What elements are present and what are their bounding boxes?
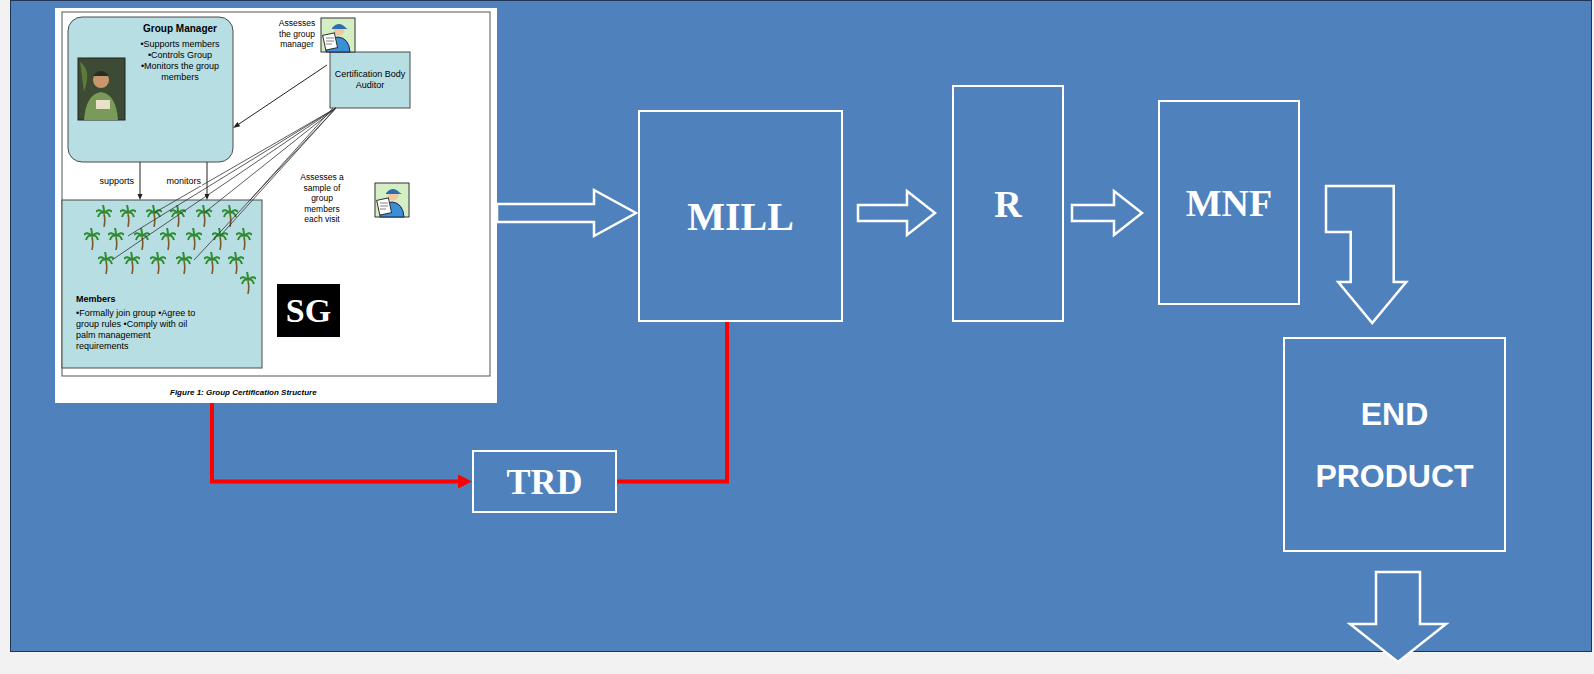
node-body: •Formally join group •Agree to group rul… [76,308,196,352]
node-label: SG [286,292,331,330]
arrow-head [205,194,210,200]
auditor-box: Certification Body Auditor [327,52,413,108]
node-label: MNF [1186,181,1273,225]
drawing-part [93,72,109,88]
drawing-part [228,252,244,274]
drawing-part [112,108,336,260]
drawing-part [150,252,166,274]
arrow-head [458,475,472,489]
drawing-part [186,228,202,250]
drawing-part [93,71,109,76]
callout-label: Assesses a sample of group members each … [298,172,346,225]
arrow-head [233,122,240,128]
connector [1326,186,1406,323]
drawing-part [212,228,228,250]
drawing-part [160,228,176,250]
connector [205,162,210,200]
auditor-icon [375,183,409,217]
figure-ground [55,8,497,403]
block-arrow [858,191,935,235]
drawing-part [78,58,125,120]
connector [1072,191,1142,235]
drawing-part [80,62,87,92]
group-manager-box: Group Manager •Supports members •Controls… [68,17,233,162]
drawing-part [124,252,140,274]
block-arrow [1326,186,1406,323]
connector [497,190,636,236]
node-label: Certification Body Auditor [328,69,412,91]
members-box: Members •Formally join group •Agree to gr… [62,200,262,368]
connector-line [238,65,327,125]
arrow-head [138,194,143,200]
drawing-part [96,100,110,109]
members-shape [62,200,262,368]
figure-panel: Figure 1: Group Certification Structure G… [55,8,497,403]
drawing-part [240,272,256,294]
drawing-part [96,205,112,227]
connector-label: monitors [165,176,202,186]
trader-box: TRD [472,450,617,513]
node-label: Group Manager [130,23,230,34]
process-box: MNF [1158,100,1300,305]
drawing-part [98,252,114,274]
node-label: Members [76,294,116,304]
node-label: R [994,182,1021,226]
node-label: END PRODUCT [1305,383,1484,507]
node-body: •Supports members •Controls Group •Monit… [130,39,230,83]
drawing-part [108,228,124,250]
output-arrow [1350,572,1446,662]
process-box: R [952,85,1064,322]
drawing-part [204,252,220,274]
palm-trees [84,205,256,294]
node-label: TRD [506,461,582,503]
auditor-icon [321,18,355,52]
connector [858,191,935,235]
process-box: MILL [638,110,843,322]
connector [138,162,143,200]
drawing-part [176,252,192,274]
figure-frame [62,12,490,376]
connector-line [617,322,727,482]
connector [233,65,327,128]
node-label: MILL [687,193,794,240]
connector [617,322,727,482]
connector-line [207,162,208,195]
connector-line [212,403,461,482]
drawing-part [236,228,252,250]
connector-line [140,162,141,195]
drawing-part [84,92,118,120]
block-arrow [497,190,636,236]
group-tag: SG [277,284,340,337]
block-arrow [1072,191,1142,235]
audit-lines [112,108,336,260]
drawing-part [120,205,136,227]
node-label: Figure 1: Group Certification Structure [170,388,317,397]
drawing-part [84,228,100,250]
callout-label: Assesses the group manager [274,18,320,50]
output-box: END PRODUCT [1283,337,1506,552]
manager-shape [68,17,233,162]
manager-photo [78,58,125,120]
connector-label: supports [98,176,135,186]
connector [212,403,472,489]
drawing-part [154,108,336,213]
